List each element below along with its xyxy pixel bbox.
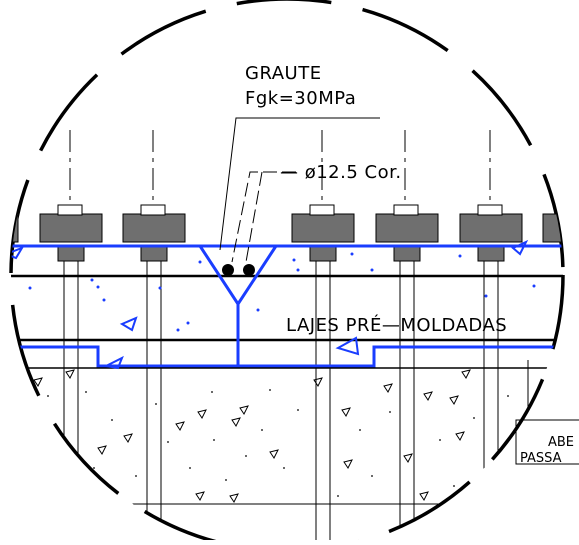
precast-unit-5: [459, 204, 523, 243]
beam-top-outline: [11, 345, 563, 368]
precast-unit-tops: [11, 204, 563, 243]
rebar-leader: [231, 171, 296, 263]
opening-label-frame: [515, 419, 579, 465]
slabs-label: LAJES PRÉ—MOLDADAS: [286, 314, 507, 336]
grout-label: GRAUTE: [245, 63, 322, 84]
precast-unit-2: [122, 204, 186, 243]
opening-label-line1: ABE: [548, 435, 574, 450]
grout-strength-label: Fgk=30MPa: [245, 88, 356, 109]
rebar-dot-1: [222, 264, 234, 276]
opening-label-line2: PASSA: [520, 451, 562, 466]
precast-unit-1: [39, 204, 103, 243]
precast-unit-3: [291, 204, 355, 243]
slab-dots: [28, 252, 536, 332]
slab-hatch-marks: [11, 239, 529, 370]
precast-unit-4: [375, 204, 439, 243]
concrete-dots: [47, 389, 509, 497]
precast-unit-webs: [57, 246, 505, 262]
grout-leader: [219, 117, 380, 251]
concrete-hatch: [33, 369, 471, 503]
rebar-dot-2: [243, 264, 255, 276]
foundation-lines: [13, 360, 529, 540]
precast-unit-legs: [63, 261, 499, 540]
rebar-label: — ø12.5 Cor.: [280, 162, 402, 183]
vertical-gridlines: [69, 130, 491, 210]
grout-keyway: [198, 245, 278, 366]
